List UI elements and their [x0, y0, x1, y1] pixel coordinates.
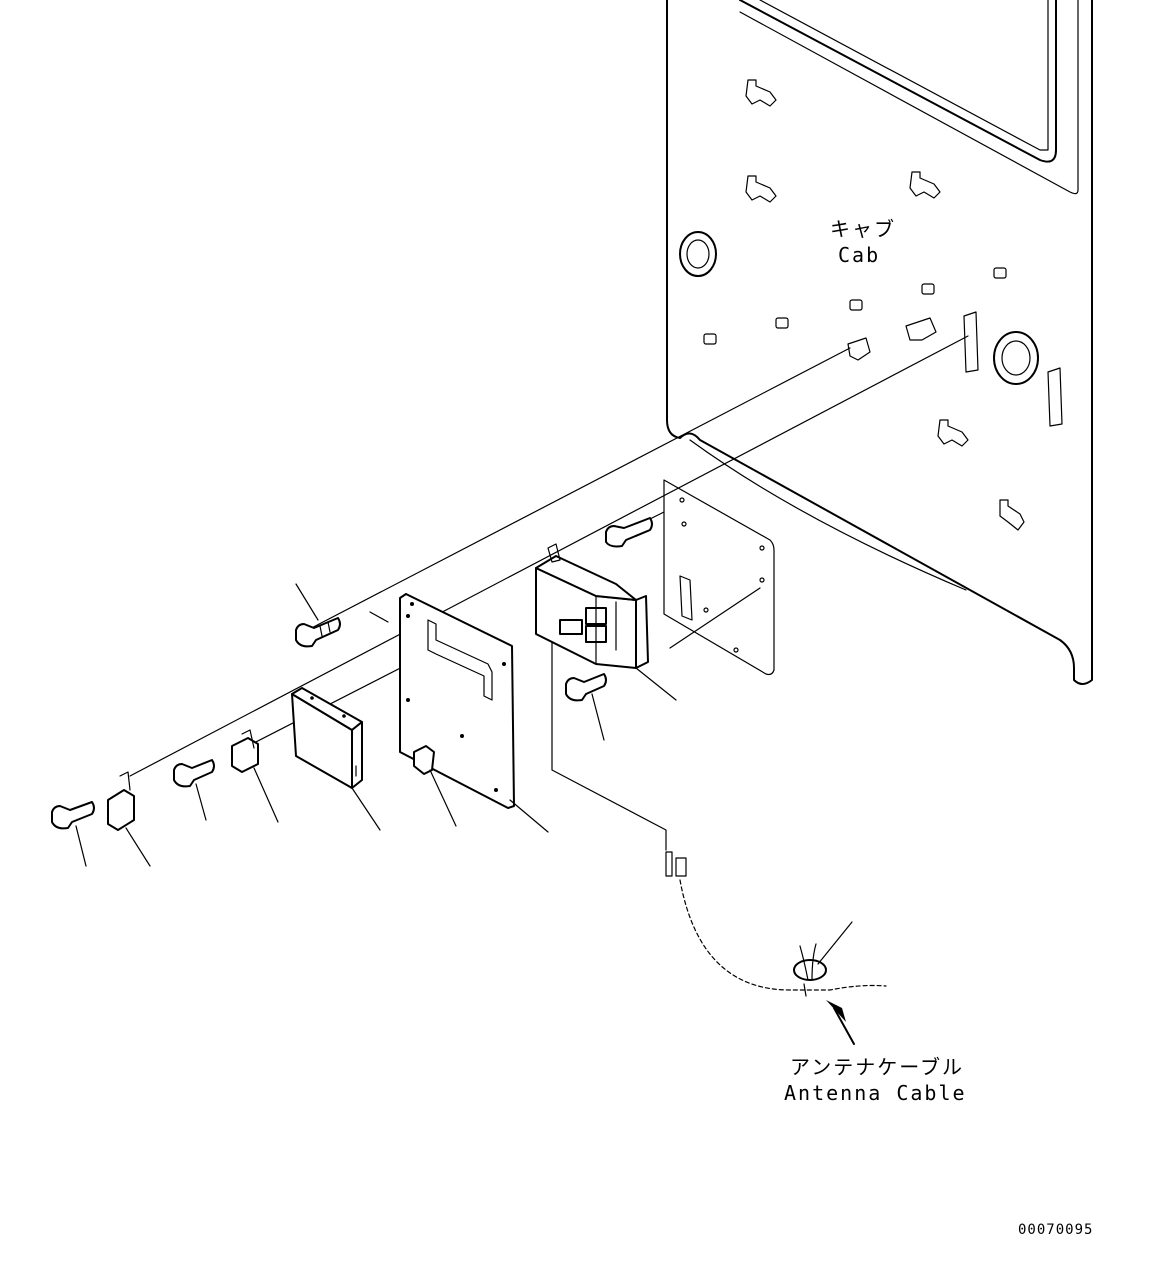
bolt: [51, 801, 95, 867]
cab-hole-right: [993, 331, 1039, 385]
bolt: [605, 517, 653, 548]
cover-box: [291, 687, 381, 831]
main-bracket: [399, 593, 549, 833]
cab-bracket: [963, 311, 979, 373]
cab-clip: [909, 171, 941, 199]
bolt: [295, 583, 341, 648]
drawing-number: 00070095: [1018, 1222, 1093, 1238]
leader-lines: [129, 335, 969, 851]
cab-clip: [937, 419, 969, 447]
cab-label-jp: キャブ: [830, 217, 896, 241]
cab-label-en: Cab: [838, 243, 880, 267]
cable-tie: [793, 959, 827, 981]
bolt: [565, 673, 607, 741]
cab-clip: [905, 317, 937, 341]
bolt: [173, 759, 215, 821]
cab-bracket: [1047, 367, 1063, 427]
cab-panel: キャブ Cab: [666, 0, 1093, 685]
cab-hole-left: [679, 231, 717, 277]
relay-bracket: [107, 771, 151, 867]
relay-small: [231, 729, 279, 823]
mounting-plate-rear: [663, 479, 775, 676]
controller-unit: [535, 543, 677, 701]
cab-clip: [745, 79, 777, 107]
antenna-label-en: Antenna Cable: [784, 1081, 967, 1105]
antenna-cable: アンテナケーブル Antenna Cable: [665, 851, 967, 1105]
cab-clip: [745, 175, 777, 203]
clip-nut: [413, 745, 457, 827]
antenna-label-jp: アンテナケーブル: [790, 1055, 964, 1079]
cab-clip: [847, 337, 871, 361]
cab-clip: [999, 499, 1025, 531]
